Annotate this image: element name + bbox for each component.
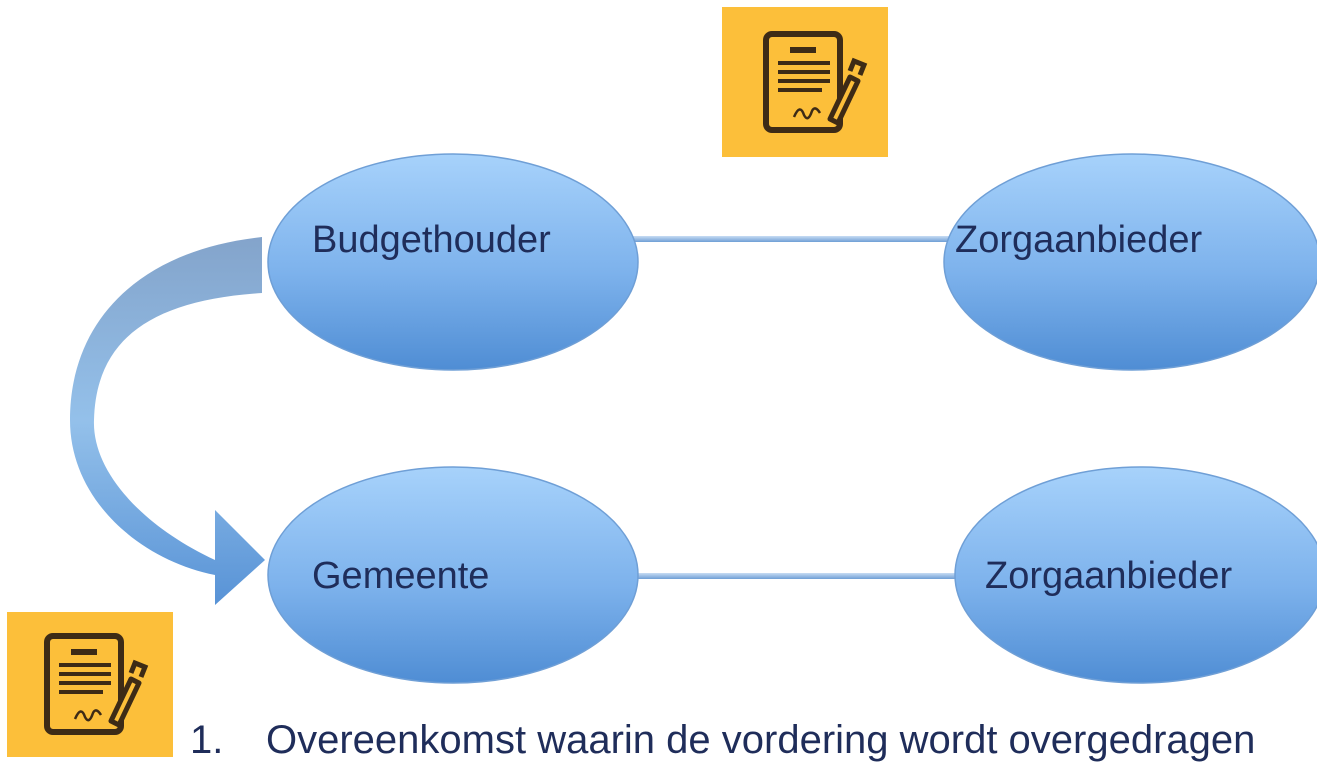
connector-line-bottom — [630, 573, 960, 579]
node-gemeente — [267, 466, 639, 684]
transfer-curved-arrow — [70, 237, 265, 605]
label-zorgaanbieder-top: Zorgaanbieder — [955, 219, 1203, 261]
caption-number: 1. — [190, 718, 224, 762]
node-zorgaanbieder-top — [943, 153, 1317, 371]
caption-text: Overeenkomst waarin de vordering wordt o… — [266, 718, 1256, 762]
contract-signature-icon — [722, 7, 888, 157]
caption-line: 1. Overeenkomst waarin de vordering wordt… — [190, 718, 1255, 763]
label-zorgaanbieder-bottom: Zorgaanbieder — [985, 555, 1233, 597]
label-gemeente: Gemeente — [312, 555, 490, 597]
contract-signature-icon — [7, 612, 173, 757]
node-budgethouder — [267, 153, 639, 371]
label-budgethouder: Budgethouder — [312, 219, 551, 261]
node-zorgaanbieder-bottom — [954, 466, 1317, 684]
connector-line-top — [620, 236, 950, 242]
